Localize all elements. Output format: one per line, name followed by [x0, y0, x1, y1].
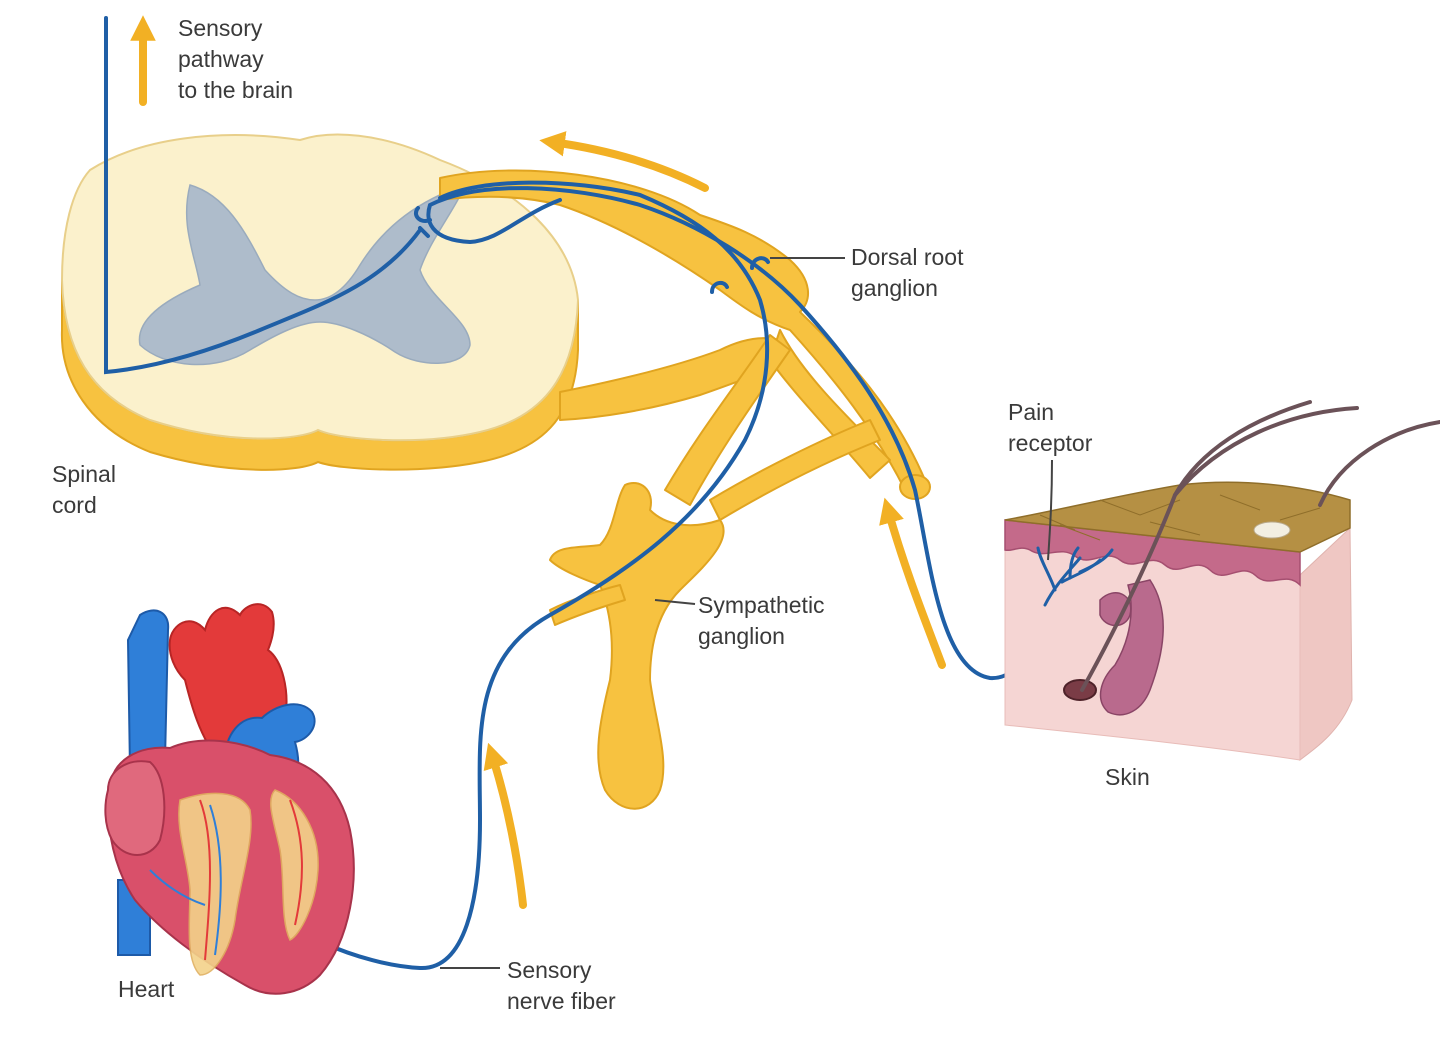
visceral-neuron-fiber [230, 180, 770, 971]
arrow-heart-pathway [483, 742, 527, 909]
label-heart: Heart [118, 976, 175, 1002]
leader-lines [440, 257, 1053, 969]
skin-surface-cracks [1039, 494, 1321, 541]
label-line: to the brain [178, 77, 294, 103]
ascending-pathway [104, 16, 422, 375]
label-line: Dorsal root [851, 244, 964, 270]
label-dorsal-root-ganglion: Dorsal root ganglion [851, 242, 963, 304]
label-sensory-nerve-fiber: Sensory nerve fiber [507, 955, 616, 1017]
skin-neuron-fiber [426, 186, 1047, 681]
gray-ramus [709, 419, 881, 521]
coronary-fat-right [269, 789, 319, 942]
sensory-neurons [104, 16, 1047, 971]
label-line: receptor [1008, 430, 1093, 456]
coronary-vessels [149, 799, 303, 961]
hair-follicle [1099, 579, 1164, 716]
skin-right-face [1299, 526, 1353, 762]
heart [104, 603, 355, 995]
gray-matter [138, 183, 471, 366]
label-skin: Skin [1105, 764, 1150, 790]
spinal-cord [60, 133, 580, 471]
skin-pore [1253, 521, 1291, 539]
label-spinal-cord: Spinal cord [52, 459, 116, 521]
label-line: Spinal [52, 461, 116, 487]
label-line: Sympathetic [698, 592, 825, 618]
label-line: cord [52, 492, 97, 518]
drg-cell-body-2 [710, 280, 729, 294]
label-line: pathway [178, 46, 264, 72]
label-line: ganglion [851, 275, 938, 301]
direction-arrows [130, 15, 946, 909]
nerve-tissue [439, 169, 931, 810]
coronary-fat [178, 792, 252, 976]
label-line: Sensory [178, 15, 263, 41]
leader-sympathetic [654, 599, 696, 605]
arrow-skin-pathway [879, 497, 946, 669]
label-line: Sensory [507, 957, 592, 983]
pain-receptor-endings [1036, 546, 1114, 607]
vena-cava [126, 609, 170, 772]
label-sensory-pathway: Sensory pathway to the brain [178, 13, 293, 106]
label-pain-receptor: Pain receptor [1008, 397, 1092, 459]
sebaceous-gland [1099, 592, 1132, 627]
sympathetic-ganglion-shape [549, 482, 725, 810]
label-line: nerve fiber [507, 988, 616, 1014]
hairs [1080, 400, 1440, 692]
label-sympathetic-ganglion: Sympathetic ganglion [698, 590, 825, 652]
arrow-dorsal-root [539, 131, 709, 192]
label-line: ganglion [698, 623, 785, 649]
skin-block [1004, 400, 1440, 762]
right-atrium [104, 760, 166, 856]
leader-pain-receptor [1047, 459, 1053, 561]
label-line: Pain [1008, 399, 1055, 425]
synapse [413, 206, 432, 238]
drg-cell-body-1 [750, 256, 770, 270]
